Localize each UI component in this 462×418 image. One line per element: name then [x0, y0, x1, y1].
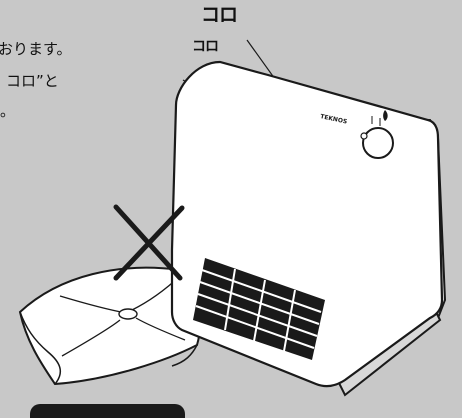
- flame-icon: [383, 110, 388, 121]
- cushion: [18, 266, 201, 386]
- control-dial: [360, 110, 394, 159]
- body-text-line-2: コロ”と: [6, 72, 59, 90]
- prohibited-x-icon: [113, 204, 185, 281]
- callout-label-second: コロ: [192, 39, 219, 55]
- body-text-line-3: 。: [0, 102, 16, 120]
- callout-label-top: コロ: [201, 4, 238, 26]
- front-grill: [193, 258, 325, 360]
- heater-body: TEKNOS: [170, 60, 447, 397]
- body-text-line-1: おります。: [0, 40, 72, 58]
- section-tab: [30, 404, 185, 418]
